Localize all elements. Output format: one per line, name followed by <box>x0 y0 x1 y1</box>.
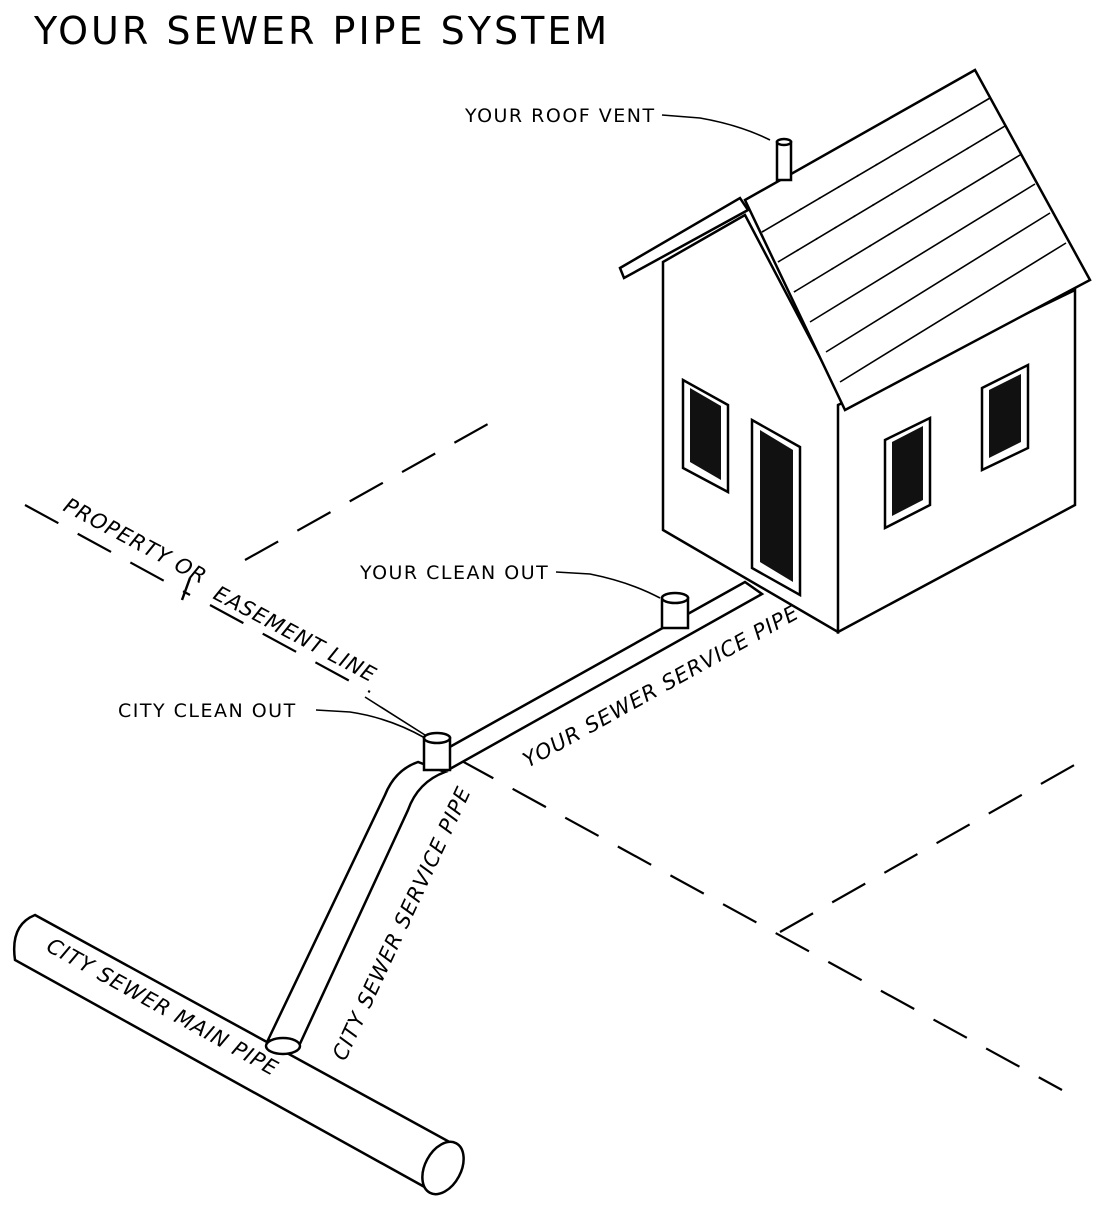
city-sewer-main-pipe <box>12 913 465 1196</box>
label-your-clean-out: YOUR CLEAN OUT <box>359 562 549 584</box>
label-roof-vent: YOUR ROOF VENT <box>464 105 656 127</box>
diagram-title: YOUR SEWER PIPE SYSTEM <box>33 9 610 53</box>
label-city-sewer-main-pipe: CITY SEWER MAIN PIPE <box>43 933 283 1080</box>
label-city-clean-out: CITY CLEAN OUT <box>118 700 297 722</box>
leader-lines <box>315 114 771 739</box>
roof-eave <box>618 196 750 280</box>
city-clean-out <box>422 731 452 772</box>
label-easement-line: EASEMENT LINE <box>210 581 381 687</box>
roof-vent <box>775 140 793 182</box>
label-property-line: PROPERTY OR <box>60 493 211 589</box>
house-roof <box>743 68 1092 412</box>
your-sewer-service-pipe <box>427 580 765 772</box>
property-lines <box>24 419 1093 1091</box>
your-clean-out <box>660 591 690 630</box>
house <box>618 68 1092 635</box>
